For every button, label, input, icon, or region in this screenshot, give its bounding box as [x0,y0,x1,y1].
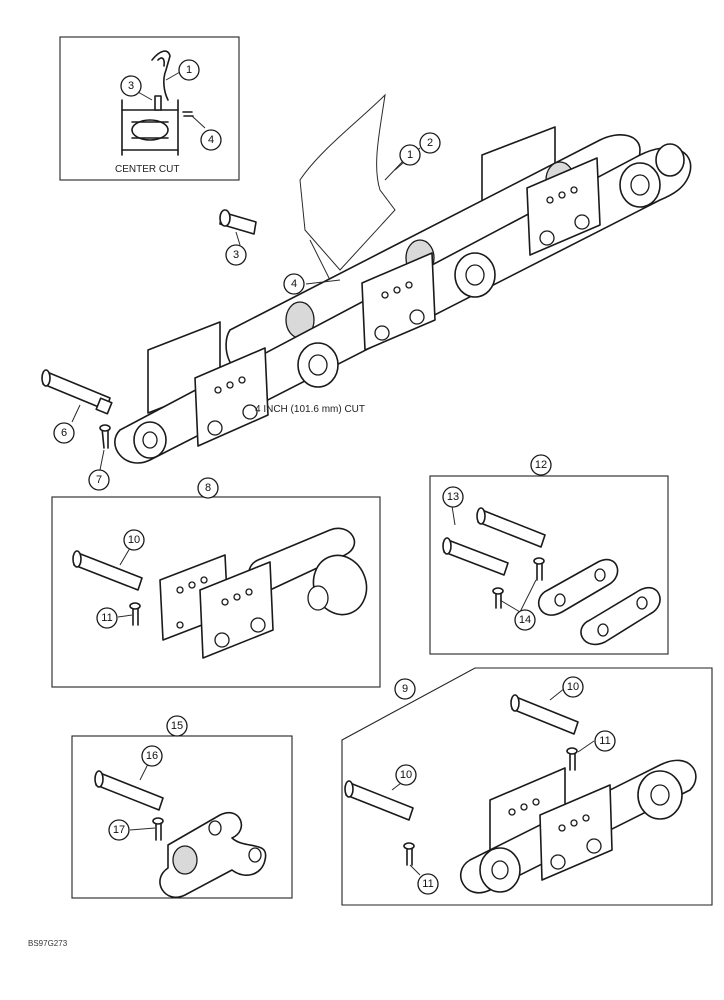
svg-text:1: 1 [407,149,413,161]
assembly-9 [341,667,713,906]
callout-17: 17 [108,819,130,841]
svg-text:7: 7 [96,474,102,486]
svg-text:4: 4 [291,278,297,290]
drawing-code: BS97G273 [28,939,68,948]
center-cut-tooth [151,50,171,101]
svg-text:10: 10 [128,534,140,546]
svg-text:4: 4 [208,134,214,146]
assembly-8-frame [51,496,381,688]
center-cut-inset: CENTER CUT [59,36,240,181]
callout-11c: 11 [417,873,439,895]
svg-text:6: 6 [61,427,67,439]
offset-link [159,812,267,898]
center-cut-label: CENTER CUT [115,164,179,175]
svg-text:12: 12 [535,459,547,471]
pin-10a [73,552,143,591]
assembly-8 [51,496,381,688]
callout-15: 15 [166,715,188,737]
callout-9: 9 [394,678,416,700]
svg-text:9: 9 [402,683,408,695]
svg-text:10: 10 [400,769,412,781]
main-chain: 4 INCH (101.6 mm) CUT [41,93,692,464]
svg-text:2: 2 [427,137,433,149]
callout-11a: 11 [96,607,118,629]
svg-text:13: 13 [447,491,459,503]
callout-11b: 11 [594,730,616,752]
callout-1b: 1 [399,144,421,166]
svg-text:3: 3 [233,249,239,261]
callout-4a: 3 [120,75,142,97]
main-cutter-tooth [299,93,396,271]
assembly-12 [429,475,669,655]
pin-13b [443,539,509,576]
callout-3a: 4 [200,129,222,151]
callout-10c: 10 [395,764,417,786]
link-plate-b [580,587,661,645]
center-cut-frame [59,36,240,181]
callout-1a: 1 [178,59,200,81]
pin-10c [345,782,414,821]
callout-13: 13 [442,486,464,508]
callout-7: 7 [88,469,110,491]
callout-2: 2 [419,132,441,154]
assembly-15-frame [71,735,293,899]
callout-14: 14 [514,609,536,631]
svg-text:8: 8 [205,482,211,494]
callout-8: 8 [197,477,219,499]
svg-text:10: 10 [567,681,579,693]
callout-12: 12 [530,454,552,476]
pin-13a [477,509,546,548]
pin-10b [511,696,579,735]
assembly-9-frame [341,667,713,906]
svg-text:11: 11 [599,735,610,747]
svg-text:14: 14 [519,614,531,626]
callout-4b: 4 [283,273,305,295]
svg-text:17: 17 [113,824,125,836]
assembly-15 [71,735,293,899]
link-plate-a [537,559,619,616]
svg-text:15: 15 [171,720,183,732]
inch-cut-label: 4 INCH (101.6 mm) CUT [255,404,365,415]
callout-10b: 10 [562,676,584,698]
callout-16: 16 [141,745,163,767]
pin-16 [95,772,164,811]
svg-text:3: 3 [128,80,134,92]
svg-text:11: 11 [422,878,433,890]
callout-6: 6 [53,422,75,444]
svg-text:11: 11 [101,612,112,624]
assembly-12-frame [429,475,669,655]
svg-text:16: 16 [146,750,158,762]
callout-10a: 10 [123,529,145,551]
svg-text:1: 1 [186,64,192,76]
callout-3b: 3 [225,244,247,266]
